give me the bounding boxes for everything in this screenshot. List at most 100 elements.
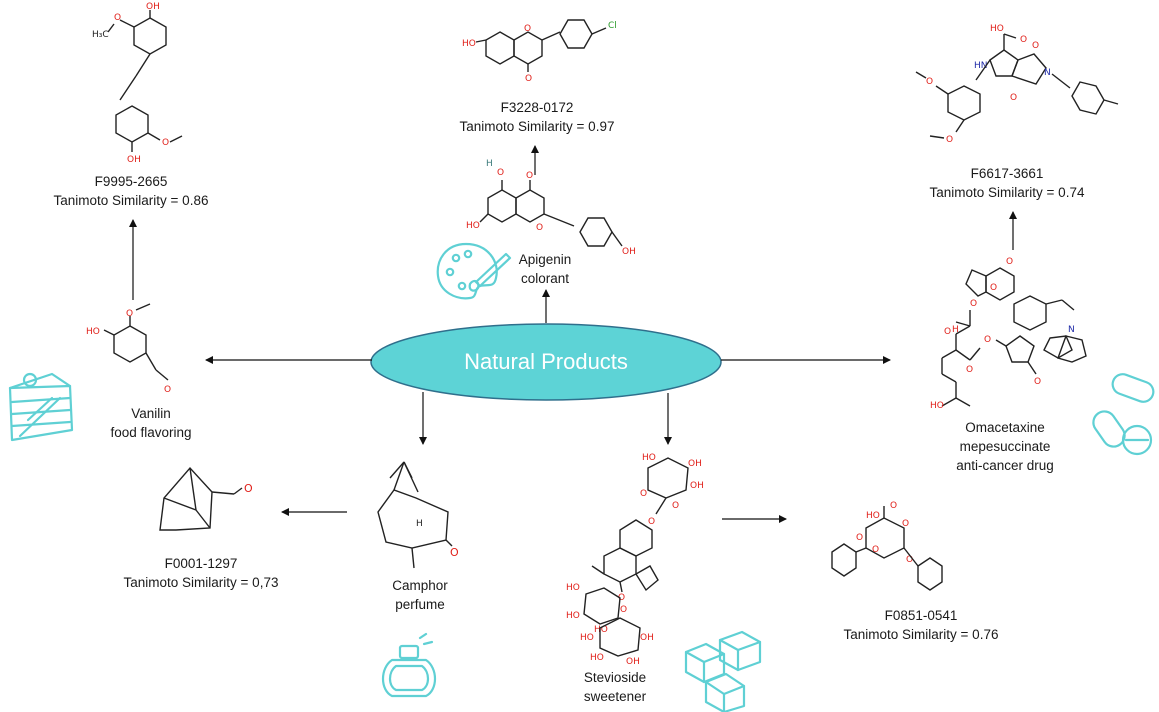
svg-text:HO: HO: [642, 453, 656, 463]
label-f0001: F0001-1297 Tanimoto Similarity = 0,73: [106, 554, 296, 592]
cake-icon: [8, 372, 74, 442]
svg-text:HO: HO: [86, 327, 100, 337]
vanilin-use: food flavoring: [110, 425, 192, 440]
label-f3228: F3228-0172 Tanimoto Similarity = 0.97: [452, 98, 622, 136]
svg-text:Cl: Cl: [608, 21, 617, 31]
structure-camphor: O H: [377, 461, 459, 569]
f3228-similarity: Tanimoto Similarity = 0.97: [459, 119, 615, 134]
svg-text:HO: HO: [566, 583, 580, 593]
apigenin-name: Apigenin: [518, 252, 572, 267]
label-vanilin: Vanilin food flavoring: [86, 404, 216, 442]
svg-text:O: O: [672, 501, 679, 511]
apigenin-use: colorant: [520, 271, 570, 286]
svg-text:H₃C: H₃C: [92, 30, 109, 40]
svg-text:O: O: [1006, 257, 1013, 267]
f3228-id: F3228-0172: [500, 100, 574, 115]
svg-text:O: O: [984, 335, 991, 345]
structure-f0851: HO O O O O O: [831, 501, 943, 591]
f0001-id: F0001-1297: [164, 556, 238, 571]
f0001-similarity: Tanimoto Similarity = 0,73: [123, 575, 279, 590]
perfume-bottle-icon: [381, 632, 437, 698]
svg-text:O: O: [640, 489, 647, 499]
f0851-id: F0851-0541: [884, 608, 958, 623]
svg-text:O: O: [970, 299, 977, 309]
svg-text:O: O: [946, 135, 953, 145]
structure-f0001: O: [159, 466, 253, 531]
structure-f9995: OH O H₃C O OH: [92, 2, 183, 165]
svg-text:O: O: [618, 593, 625, 603]
svg-text:O: O: [1010, 93, 1017, 103]
label-omacetaxine: Omacetaxine mepesuccinate anti-cancer dr…: [930, 418, 1080, 475]
svg-text:O: O: [1032, 41, 1039, 51]
svg-text:O: O: [648, 517, 655, 527]
svg-text:O: O: [497, 168, 504, 178]
f6617-similarity: Tanimoto Similarity = 0.74: [929, 185, 1085, 200]
svg-text:H: H: [416, 519, 423, 529]
svg-text:H: H: [952, 325, 959, 335]
label-f6617: F6617-3661 Tanimoto Similarity = 0.74: [912, 164, 1102, 202]
pills-icon: [1092, 373, 1155, 456]
svg-text:HN: HN: [974, 61, 988, 71]
svg-text:O: O: [450, 546, 459, 559]
svg-text:N: N: [1068, 325, 1075, 335]
f9995-similarity: Tanimoto Similarity = 0.86: [53, 193, 209, 208]
structure-apigenin: O O H HO O OH: [466, 159, 636, 257]
svg-text:O: O: [524, 24, 531, 34]
svg-text:O: O: [620, 605, 627, 615]
svg-text:OH: OH: [127, 155, 141, 165]
svg-text:O: O: [164, 385, 171, 395]
f0851-similarity: Tanimoto Similarity = 0.76: [843, 627, 999, 642]
label-f0851: F0851-0541 Tanimoto Similarity = 0.76: [826, 606, 1016, 644]
svg-text:O: O: [526, 171, 533, 181]
label-stevioside: Stevioside sweetener: [560, 668, 670, 706]
svg-text:H: H: [486, 159, 493, 169]
svg-text:HO: HO: [566, 611, 580, 621]
svg-text:O: O: [944, 327, 951, 337]
omacetaxine-name2: mepesuccinate: [959, 439, 1051, 454]
svg-text:O: O: [990, 283, 997, 293]
camphor-name: Camphor: [392, 578, 448, 593]
stevioside-use: sweetener: [583, 689, 647, 704]
label-apigenin: Apigenin colorant: [495, 250, 595, 288]
structure-vanillin: O HO O: [86, 303, 171, 395]
svg-text:O: O: [126, 309, 133, 319]
svg-text:HO: HO: [462, 39, 476, 49]
svg-text:O: O: [902, 519, 909, 529]
stevioside-name: Stevioside: [583, 670, 647, 685]
structure-stevioside: HO OH OH O O O O HO HO HO O HO OH HO OH: [566, 453, 704, 667]
omacetaxine-use: anti-cancer drug: [956, 458, 1054, 473]
svg-text:HO: HO: [930, 401, 944, 411]
vanilin-name: Vanilin: [131, 406, 171, 421]
label-f9995: F9995-2665 Tanimoto Similarity = 0.86: [36, 172, 226, 210]
svg-text:OH: OH: [622, 247, 636, 257]
svg-text:O: O: [890, 501, 897, 511]
structure-omacetaxine: O O N O O O H O O HO: [930, 257, 1087, 411]
svg-text:HO: HO: [866, 511, 880, 521]
f9995-id: F9995-2665: [94, 174, 168, 189]
svg-text:O: O: [1020, 35, 1027, 45]
svg-text:OH: OH: [640, 633, 654, 643]
svg-text:HO: HO: [590, 653, 604, 663]
svg-text:O: O: [1034, 377, 1041, 387]
svg-text:OH: OH: [688, 459, 702, 469]
svg-text:HO: HO: [466, 221, 480, 231]
svg-text:OH: OH: [626, 657, 640, 667]
svg-text:OH: OH: [690, 481, 704, 491]
structure-f6617: HO O HN O N O O O: [915, 24, 1119, 145]
center-label: Natural Products: [464, 349, 628, 374]
svg-text:O: O: [536, 223, 543, 233]
svg-text:N: N: [1044, 68, 1051, 78]
svg-text:O: O: [906, 555, 913, 565]
svg-text:HO: HO: [580, 633, 594, 643]
omacetaxine-name: Omacetaxine: [965, 420, 1045, 435]
f6617-id: F6617-3661: [970, 166, 1044, 181]
camphor-use: perfume: [395, 597, 445, 612]
svg-text:HO: HO: [594, 625, 608, 635]
palette-icon: [436, 242, 512, 300]
svg-text:HO: HO: [990, 24, 1004, 34]
svg-text:O: O: [926, 77, 933, 87]
svg-text:O: O: [114, 13, 121, 23]
center-ellipse: [370, 323, 722, 401]
